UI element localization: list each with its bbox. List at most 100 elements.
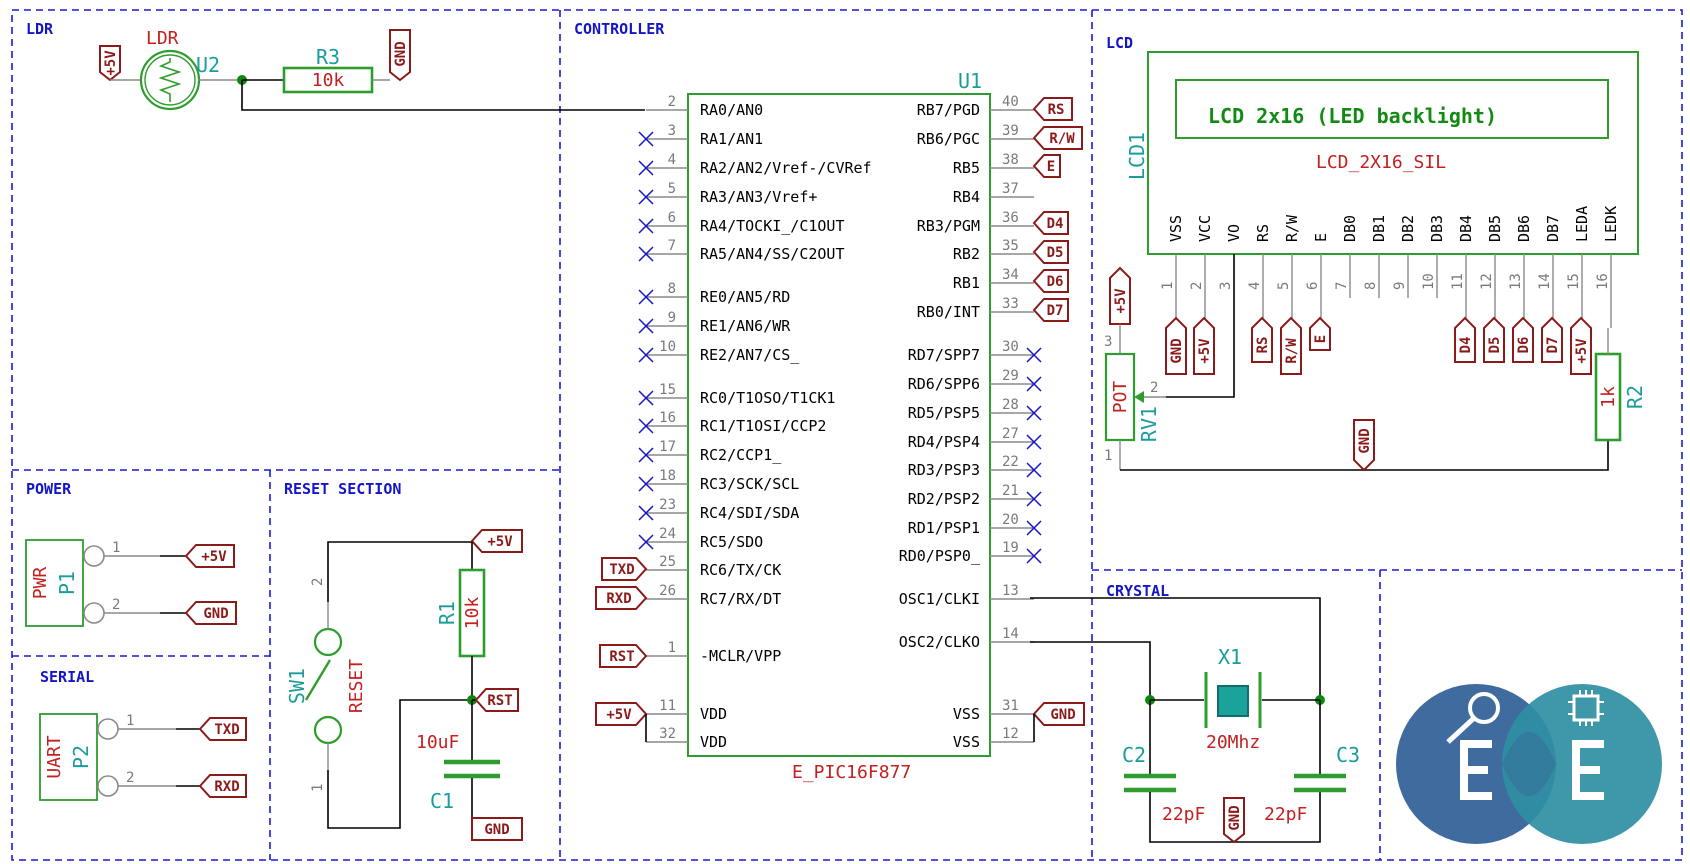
lcd-pin-number: 13: [1508, 273, 1524, 290]
svg-text:GND: GND: [484, 822, 509, 838]
mcu-pin-name: RD1/PSP1: [908, 519, 980, 537]
mcu-pin-number: 26: [659, 583, 676, 599]
mcu-pin-number: 32: [659, 726, 676, 742]
logo-right-circle: [1502, 684, 1662, 844]
logo-letter-e-left: [1460, 740, 1492, 800]
power-connector-p1: PWR P1 1 2 +5V GND: [25, 539, 237, 627]
mcu-pin-number: 17: [659, 439, 676, 455]
chip-icon: [1568, 690, 1604, 726]
mcu-pin-name: VDD: [700, 733, 727, 751]
mcu-pin-number: 28: [1002, 397, 1019, 413]
svg-text:RST: RST: [487, 693, 512, 709]
svg-text:+5V: +5V: [201, 549, 227, 565]
svg-text:+5V: +5V: [487, 534, 513, 550]
no-connect-marker: [1026, 405, 1042, 421]
sw1-pin2: 2: [310, 578, 326, 586]
net-label-rxd-mcu: RXD: [595, 586, 648, 610]
no-connect-marker: [1026, 376, 1042, 392]
mcu-left-labels: TXD RXD RST +5V: [595, 557, 648, 742]
net-label-p2-rxd: RXD: [198, 774, 247, 798]
p1-pin2: 2: [112, 597, 120, 613]
mcu-pin-name: RE1/AN6/WR: [700, 317, 791, 335]
net-label-rst-mcu: RST: [599, 644, 648, 668]
ldr-section: +5V LDR U2 R3 10k GND: [99, 28, 645, 111]
net-label-reset-5v: +5V: [470, 529, 523, 553]
lcd-lcd1: LCD 2x16 (LED backlight) LCD_2X16_SIL LC…: [1125, 51, 1639, 328]
p1-reference: P1: [55, 571, 79, 595]
r3-reference: R3: [316, 45, 340, 69]
mcu-pin-name: RB0/INT: [917, 303, 980, 321]
outer-frame: [11, 9, 1683, 861]
mcu-right-labels: RS R/W E D4 D5 D6 D7 GND: [1032, 97, 1085, 742]
mcu-pin-name: RC6/TX/CK: [700, 561, 781, 579]
mcu-pin-number: 7: [668, 238, 676, 254]
mcu-pin-name: RC3/SCK/SCL: [700, 475, 799, 493]
ldr-value: LDR: [146, 28, 179, 49]
lcd-pin-number: 11: [1450, 273, 1466, 290]
mcu-pin-name: RB4: [953, 188, 980, 206]
no-connect-marker: [638, 131, 654, 147]
lcd-pin-name: DB1: [1370, 215, 1388, 242]
svg-text:+5V: +5V: [1197, 338, 1213, 364]
section-frames: [11, 9, 1683, 861]
no-connect-marker: [638, 347, 654, 363]
no-connect-marker: [638, 505, 654, 521]
mcu-pin-name: RB5: [953, 159, 980, 177]
net-label-ldr-5v: +5V: [99, 45, 121, 82]
net-label-e-mcu: E: [1032, 154, 1061, 178]
svg-text:+5V: +5V: [1113, 288, 1129, 314]
svg-text:E: E: [1047, 159, 1055, 175]
net-label-5v-mcu: +5V: [595, 702, 648, 726]
no-connect-marker: [1026, 347, 1042, 363]
net-label-rv1-5v: +5V: [1109, 266, 1131, 325]
no-connect-marker: [638, 318, 654, 334]
lcd-pin-name: DB2: [1399, 215, 1417, 242]
net-label-p2-txd: TXD: [198, 717, 247, 741]
no-connect-marker: [638, 390, 654, 406]
lcd-pin-name: DB0: [1341, 215, 1359, 242]
mcu-pin-name: RB2: [953, 245, 980, 263]
lcd-pin-name: DB4: [1457, 215, 1475, 242]
mcu-body: [687, 93, 991, 757]
mcu-pin-name: RA5/AN4/SS/C2OUT: [700, 245, 845, 263]
mcu-pin-number: 31: [1002, 698, 1019, 714]
sw1-contact-bottom: [313, 715, 343, 745]
mcu-pin-number: 23: [659, 497, 676, 513]
no-connect-marker: [638, 160, 654, 176]
net-label-d7-mcu: D7: [1032, 298, 1069, 322]
lcd-pin-number: 6: [1305, 282, 1321, 290]
lcd-reference: LCD1: [1125, 132, 1149, 180]
mcu-pin-number: 38: [1002, 152, 1019, 168]
serial-connector-p2: UART P2 1 2 TXD RXD: [39, 713, 247, 801]
mcu-pin-name: RD0/PSP0_: [899, 547, 981, 565]
svg-text:RST: RST: [609, 649, 634, 665]
mcu-pin-name: -MCLR/VPP: [700, 647, 781, 665]
lcd-pin-name: VCC: [1196, 215, 1214, 242]
lcd-pin-number: 4: [1247, 282, 1263, 290]
mcu-pin-number: 22: [1002, 454, 1019, 470]
lcd-pin-name: R/W: [1283, 214, 1301, 242]
lcd-pin-name: VSS: [1167, 215, 1185, 242]
net-label-p1-gnd: GND: [184, 601, 237, 625]
net-label-p1-5v: +5V: [184, 544, 235, 568]
svg-text:RXD: RXD: [606, 591, 631, 607]
no-connect-marker: [638, 189, 654, 205]
svg-text:+5V: +5V: [606, 707, 632, 723]
mcu-reference: U1: [958, 69, 982, 93]
no-connect-marker: [638, 246, 654, 262]
section-title-lcd: LCD: [1106, 34, 1133, 52]
lcd-net-labels: GND +5V RS R/W E D4 D5 D6: [1165, 316, 1592, 375]
net-label-rw-mcu: R/W: [1032, 126, 1083, 150]
section-title-crystal: CRYSTAL: [1106, 582, 1169, 600]
lcd-pin-number: 3: [1218, 282, 1234, 290]
logo-letter-e-right: [1572, 740, 1604, 800]
svg-text:GND: GND: [393, 41, 409, 66]
svg-text:RXD: RXD: [214, 779, 239, 795]
rv1-value: POT: [1110, 381, 1131, 414]
net-label-lcd-rs: RS: [1251, 316, 1273, 363]
net-label-d5-mcu: D5: [1032, 240, 1069, 264]
c1-value: 10uF: [416, 732, 459, 753]
svg-text:RS: RS: [1255, 337, 1271, 354]
svg-text:TXD: TXD: [214, 722, 239, 738]
